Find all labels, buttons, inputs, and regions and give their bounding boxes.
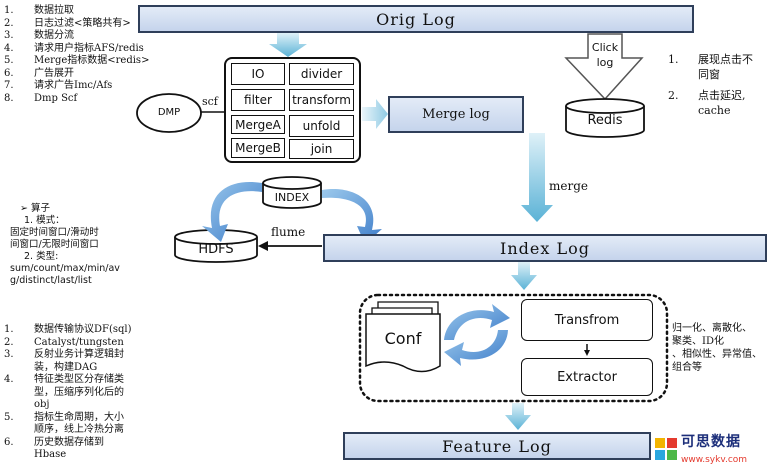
steps-top-list: 1.数据拉取 2.日志过滤<策略共有> 3.数据分流 4.请求用户指标AFS/r… — [4, 5, 154, 105]
click-log-label: Click log — [588, 40, 622, 70]
steps-bottom-item: 3.反射业务计算逻辑封 — [4, 349, 124, 360]
steps-bottom-item: 2.Catalyst/tungsten — [4, 336, 124, 348]
grid-cell-io: IO — [231, 63, 285, 85]
steps-top-item: 6.广告展开 — [4, 67, 74, 79]
merge-arrow-label: merge — [549, 179, 588, 193]
merge-log-box: Merge log — [388, 96, 524, 133]
extractor-box: Extractor — [521, 358, 653, 396]
click-note-item: 2.点击延迟, — [668, 89, 746, 102]
operator-grid: IO divider filter transform MergeA unfol… — [224, 57, 361, 163]
click-note-item: 1.展现点击不 — [668, 53, 753, 66]
click-notes: 1.展现点击不 同窗 2.点击延迟, cache — [668, 52, 768, 118]
grid-cell-unfold: unfold — [289, 115, 354, 137]
steps-bottom-item: 5.指标生命周期，大小 — [4, 411, 124, 423]
steps-bottom-item: obj — [34, 399, 50, 410]
steps-bottom-item: 顺序，线上冷热分离 — [34, 424, 124, 435]
operator-line: g/distinct/last/list — [10, 275, 92, 286]
operator-line: 间窗口/无限时间窗口 — [10, 239, 99, 250]
conf-documents — [365, 301, 441, 373]
feature-process-notes: 归一化、离散化、 聚类、ID化 、相似性、异常值、 组合等 — [672, 322, 768, 374]
steps-bottom-item: 装，构建DAG — [34, 361, 98, 373]
redis-label: Redis — [587, 113, 623, 128]
operator-header: ➢ 算子 — [20, 203, 50, 214]
click-log-line: log — [596, 56, 614, 69]
dmp-ellipse — [136, 93, 202, 133]
transfrom-to-extractor-head — [584, 350, 590, 356]
transfrom-box: Transfrom — [521, 299, 653, 341]
grid-cell-mergea: MergeA — [231, 115, 285, 134]
conf-label: Conf — [384, 329, 422, 348]
feature-process-line: 归一化、离散化、 — [672, 323, 752, 334]
merge-to-index-arrow — [521, 133, 553, 222]
cluster-to-feature-arrow — [505, 403, 531, 430]
steps-bottom-item: 型，压缩序列化后的 — [34, 386, 124, 398]
operator-line: sum/count/max/min/av — [10, 263, 120, 274]
curve-arrow-left — [202, 182, 262, 242]
click-note-item: cache — [698, 104, 731, 117]
watermark-url: www.sykv.com — [681, 455, 748, 465]
click-note-item: 同窗 — [698, 68, 720, 81]
processing-cluster-border — [358, 293, 669, 403]
flume-label: flume — [271, 225, 306, 239]
feature-process-line: 聚类、ID化 — [672, 336, 724, 347]
steps-bottom-list: 1.数据传输协议DF(sql) 2.Catalyst/tungsten 3.反射… — [4, 324, 154, 462]
steps-top-item: 3.数据分流 — [4, 30, 74, 41]
click-log-arrow — [564, 33, 644, 101]
flume-arrowhead — [258, 241, 268, 251]
steps-top-item: 4.请求用户指标AFS/redis — [4, 42, 144, 54]
feature-process-line: 组合等 — [672, 362, 702, 373]
click-log-line: Click — [591, 41, 619, 54]
watermark-text: 可思数据 — [681, 434, 741, 450]
operator-line: 2. 类型: — [24, 251, 59, 262]
steps-bottom-item: 6.历史数据存储到 — [4, 436, 104, 448]
orig-to-grid-arrow — [269, 33, 307, 57]
redis-cylinder — [565, 98, 645, 138]
grid-cell-filter: filter — [231, 89, 285, 111]
operator-notes: ➢ 算子 1. 模式： 固定时间窗口/滑动时 间窗口/无限时间窗口 2. 类型:… — [10, 203, 164, 287]
index-log-bar: Index Log — [323, 234, 767, 262]
feature-process-line: 、相似性、异常值、 — [672, 349, 762, 360]
steps-bottom-item: 4.特征类型区分存储类 — [4, 374, 124, 385]
cycle-arrow-top — [444, 304, 510, 340]
steps-top-item: 7.请求广告Imc/Afs — [4, 80, 113, 91]
grid-cell-transform: transform — [289, 89, 354, 111]
steps-top-item: 1.数据拉取 — [4, 5, 74, 16]
steps-top-item: 5.Merge指标数据<redis> — [4, 55, 150, 66]
watermark-logo-icon — [655, 438, 677, 460]
scf-label: scf — [202, 95, 218, 108]
grid-cell-mergeb: MergeB — [231, 138, 285, 158]
index-to-cluster-arrow — [511, 262, 537, 290]
steps-top-item: 8.Dmp Scf — [4, 92, 78, 104]
steps-bottom-item: Hbase — [34, 449, 67, 460]
operator-line: 固定时间窗口/滑动时 — [10, 227, 99, 238]
hdfs-label: HDFS — [198, 242, 234, 257]
dmp-label: DMP — [157, 107, 181, 118]
index-label: INDEX — [274, 191, 310, 204]
cycle-arrow-bottom — [444, 330, 508, 366]
steps-top-item: 2.日志过滤<策略共有> — [4, 17, 131, 29]
steps-bottom-item: 1.数据传输协议DF(sql) — [4, 324, 132, 335]
index-cylinder — [262, 176, 322, 209]
grid-to-merge-arrow — [362, 99, 388, 129]
operator-line: 1. 模式： — [24, 215, 65, 226]
feature-log-bar: Feature Log — [343, 432, 651, 460]
orig-log-bar: Orig Log — [138, 5, 694, 33]
curve-arrow-right — [322, 189, 382, 244]
grid-cell-join: join — [289, 139, 354, 159]
grid-cell-divider: divider — [289, 63, 354, 85]
